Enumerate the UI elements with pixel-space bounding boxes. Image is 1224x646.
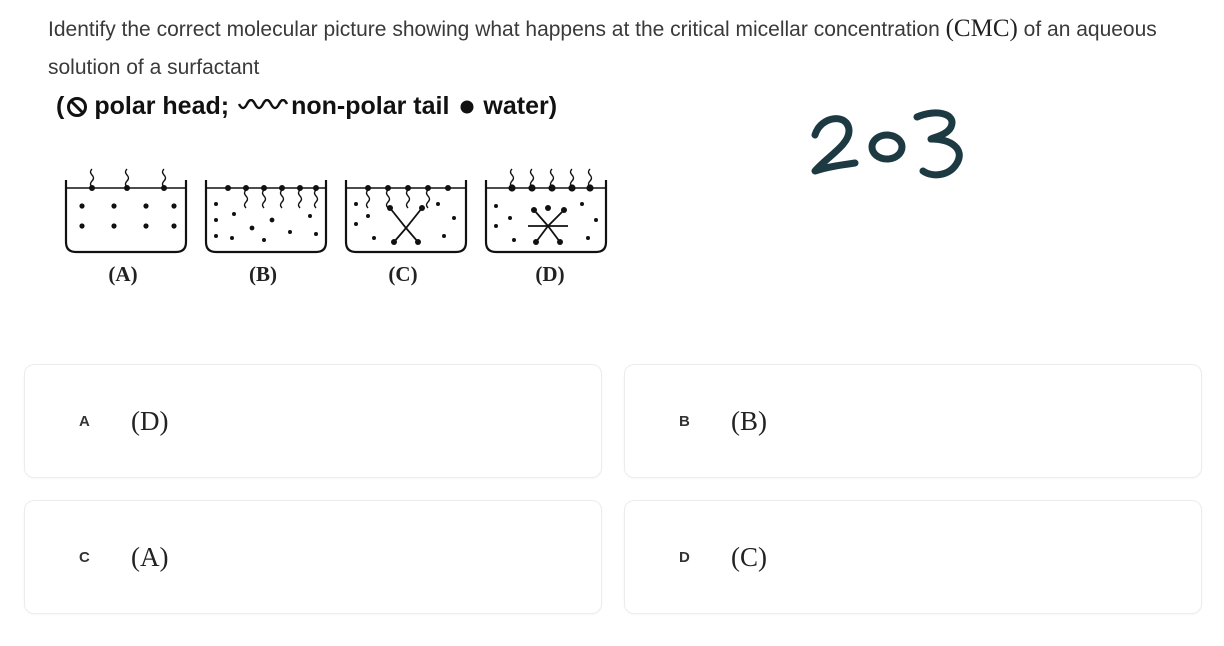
beaker-label-b: (B) xyxy=(249,262,277,286)
legend-polar-head: polar head; xyxy=(94,92,230,120)
water-dot-icon xyxy=(460,100,474,113)
question-text-part2: of an aqueous solution of a surfactant xyxy=(48,18,1157,79)
water-dots-a xyxy=(79,203,177,229)
legend-open-paren: ( xyxy=(56,92,65,120)
question-text-part1: Identify the correct molecular picture s… xyxy=(48,18,946,41)
option-c[interactable]: C (A) xyxy=(24,500,602,614)
option-a-value: (D) xyxy=(131,405,169,436)
handwritten-annotation xyxy=(811,109,963,179)
polar-head-icon xyxy=(67,96,88,117)
beaker-label-a: (A) xyxy=(108,262,138,286)
micelle-diagram xyxy=(64,168,608,254)
beaker-a xyxy=(64,168,188,254)
option-d[interactable]: D (C) xyxy=(624,500,1202,614)
option-c-letter: C xyxy=(79,548,90,566)
option-a[interactable]: A (D) xyxy=(24,364,602,478)
beaker-label-d: (D) xyxy=(535,262,565,286)
option-b-value: (B) xyxy=(731,405,767,436)
option-d-value: (C) xyxy=(731,541,767,572)
legend-water: water) xyxy=(483,92,558,120)
surface-surfactants-a xyxy=(89,168,167,191)
beaker-d xyxy=(484,168,608,254)
beaker-label-c: (C) xyxy=(388,262,418,286)
question-text: Identify the correct molecular picture s… xyxy=(48,10,1198,87)
nonpolar-tail-icon xyxy=(237,98,289,109)
legend-nonpolar-tail: non-polar tail xyxy=(291,92,450,120)
beaker-b xyxy=(204,180,328,254)
cmc-term: (CMC) xyxy=(945,15,1018,42)
option-c-value: (A) xyxy=(131,541,169,572)
option-b[interactable]: B (B) xyxy=(624,364,1202,478)
option-b-letter: B xyxy=(679,412,690,430)
option-d-letter: D xyxy=(679,548,690,566)
option-a-letter: A xyxy=(79,412,90,430)
beaker-c xyxy=(344,180,468,254)
legend: ( polar head; non-polar tail water) xyxy=(56,92,557,121)
